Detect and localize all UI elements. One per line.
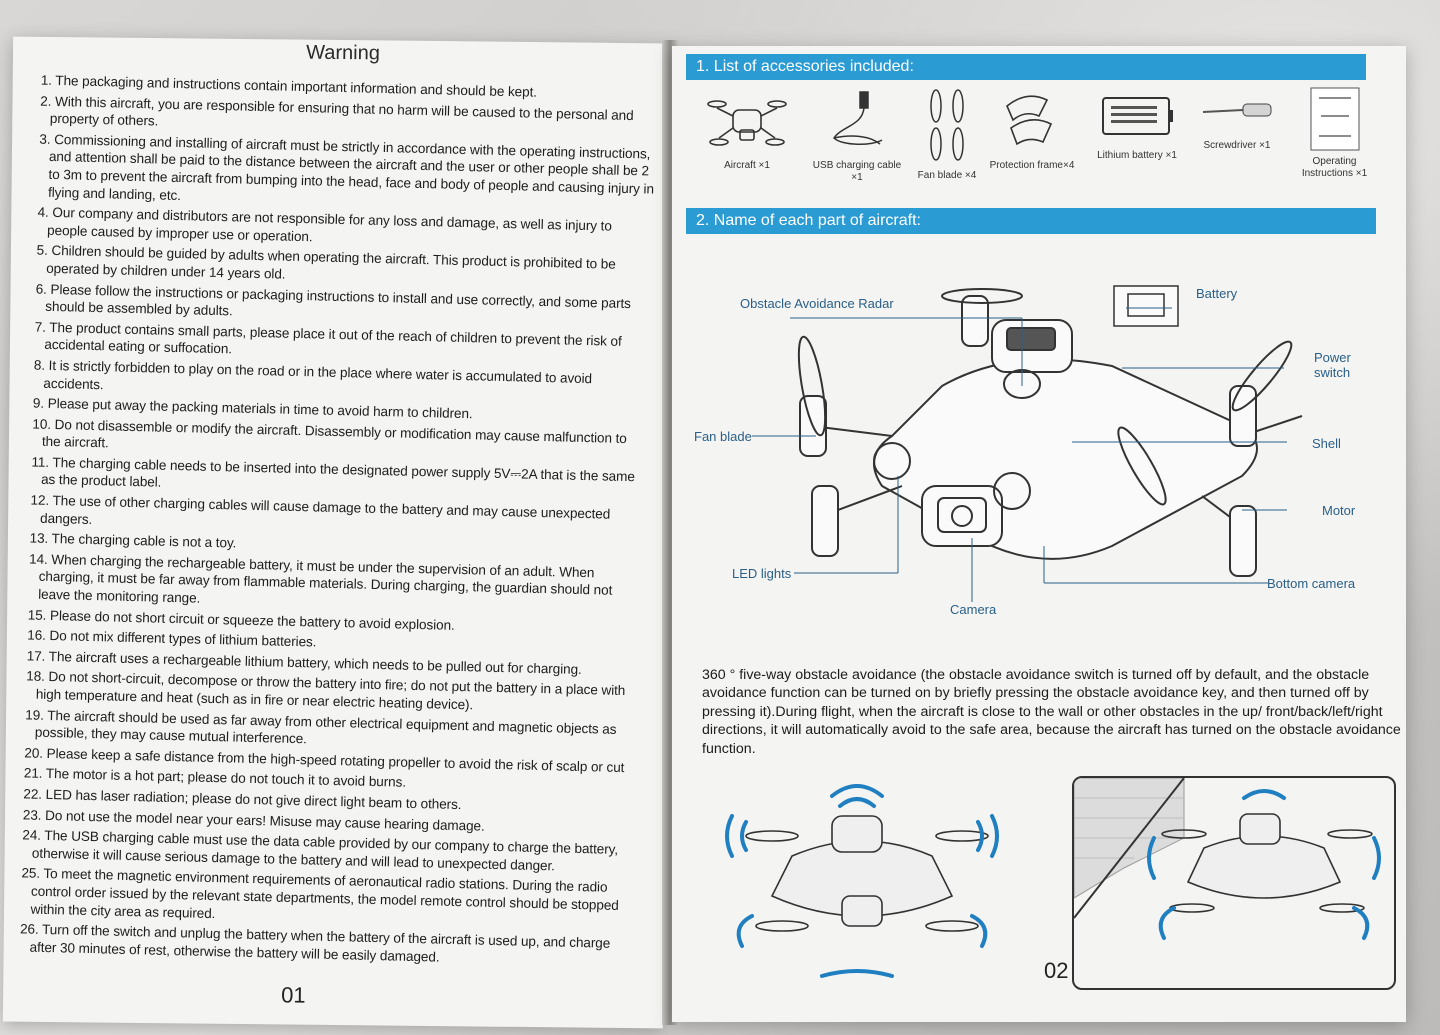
callout-fan-blade: Fan blade xyxy=(694,429,752,444)
battery-icon xyxy=(1102,97,1173,135)
accessory-label: Protection frame×4 xyxy=(989,160,1075,171)
section-parts-title: 2. Name of each part of aircraft: xyxy=(686,208,1376,234)
warning-title: Warning xyxy=(306,41,380,65)
accessory-lithium-battery: Lithium battery ×1 xyxy=(1087,86,1187,162)
accessory-label: Lithium battery ×1 xyxy=(1097,150,1177,161)
callout-motor: Motor xyxy=(1322,503,1356,518)
callout-bottom-camera: Bottom camera xyxy=(1267,576,1356,591)
callout-camera: Camera xyxy=(950,602,997,617)
manual-icon xyxy=(1310,87,1359,151)
warning-list: 1. The packaging and instructions contai… xyxy=(0,71,679,971)
fan-blade-icon xyxy=(930,89,964,161)
page-number-left: 01 xyxy=(281,982,306,1008)
accessory-usb-cable: USB charging cable ×1 xyxy=(812,86,902,184)
accessory-fan-blade: Fan blade ×4 xyxy=(912,86,982,182)
left-page: Warning 1. The packaging and instruction… xyxy=(2,36,674,1029)
usb-cable-icon xyxy=(833,91,883,145)
page-number-right: 02 xyxy=(1044,958,1069,983)
accessory-label: Fan blade ×4 xyxy=(917,170,977,181)
right-page: 1. List of accessories included: Aircraf… xyxy=(672,46,1406,1022)
callout-power-switch: Power switch xyxy=(1314,350,1351,380)
accessories-row: Aircraft ×1 USB charging cable ×1 Fan bl… xyxy=(702,86,1382,206)
obstacle-avoidance-description: 360 ° five-way obstacle avoidance (the o… xyxy=(702,667,1401,757)
callout-battery: Battery xyxy=(1196,286,1238,301)
aircraft-parts-diagram: Obstacle Avoidance Radar Battery Power s… xyxy=(682,276,1396,656)
accessory-label: Screwdriver ×1 xyxy=(1203,140,1271,151)
drone-wall-illustration xyxy=(1074,778,1381,940)
accessory-screwdriver: Screwdriver ×1 xyxy=(1192,86,1282,152)
callout-obstacle-radar: Obstacle Avoidance Radar xyxy=(740,296,894,311)
obstacle-demo-open xyxy=(712,776,1012,986)
section-accessories-title: 1. List of accessories included: xyxy=(686,54,1366,80)
accessory-label: USB charging cable ×1 xyxy=(812,160,902,183)
accessory-label: Operating Instructions ×1 xyxy=(1301,156,1368,179)
accessory-label: Aircraft ×1 xyxy=(724,160,770,171)
accessory-protection-frame: Protection frame×4 xyxy=(982,86,1082,172)
protection-frame-icon xyxy=(1006,95,1053,146)
callout-led-lights: LED lights xyxy=(732,566,792,581)
accessory-manual: Operating Instructions ×1 xyxy=(1287,86,1382,180)
screwdriver-icon xyxy=(1202,103,1272,117)
drone-drawing xyxy=(752,285,1303,602)
warning-item: 3. Commissioning and installing of aircr… xyxy=(39,131,655,203)
accessory-aircraft: Aircraft ×1 xyxy=(702,86,792,172)
drone-waves-illustration xyxy=(725,784,999,978)
callout-shell: Shell xyxy=(1312,436,1341,451)
obstacle-demo-wall xyxy=(1072,776,1396,990)
drone-icon xyxy=(707,100,787,146)
